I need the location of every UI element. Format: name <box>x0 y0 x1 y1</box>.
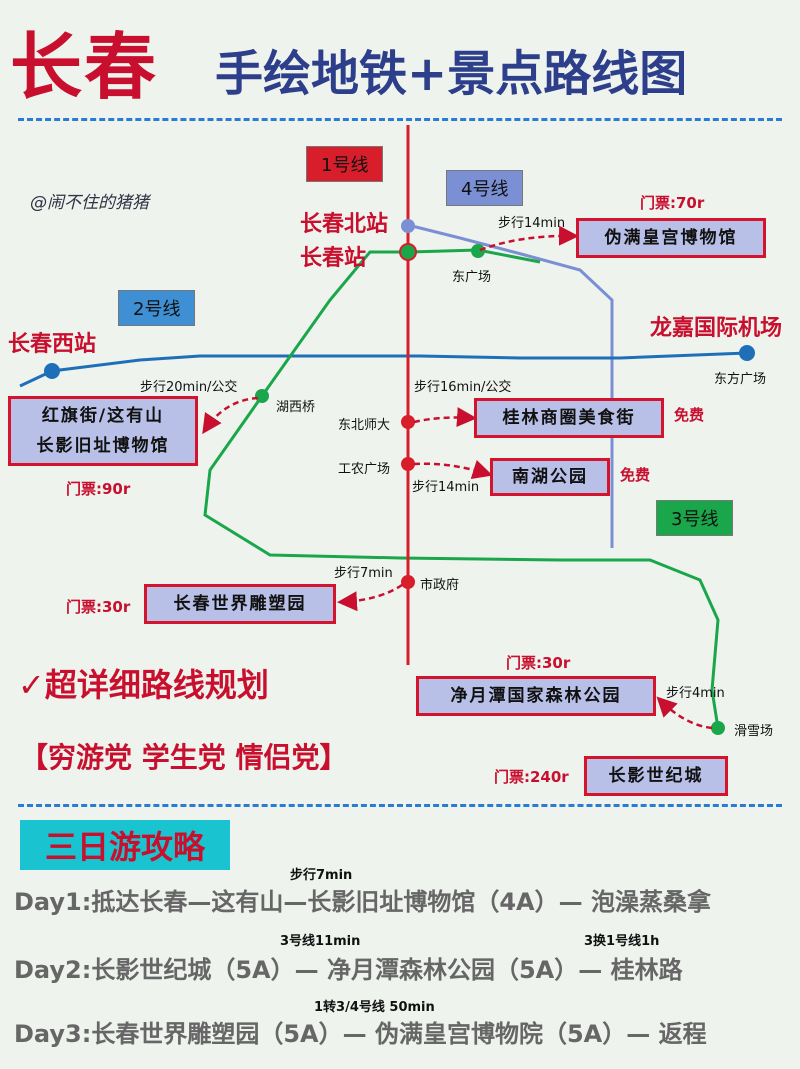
attraction-nanhu-park[interactable]: 南湖公园 <box>490 458 610 496</box>
ticket-2: 门票:90r <box>66 480 131 498</box>
station-huxiqiao: 湖西桥 <box>276 400 316 415</box>
attraction-jingyuetan[interactable]: 净月潭国家森林公园 <box>416 676 656 716</box>
attraction-changying-world[interactable]: 长影世纪城 <box>584 756 728 796</box>
station-huxiqiao-dot <box>255 389 269 403</box>
station-changchun-north-dot <box>401 219 415 233</box>
ticket-6: 门票:30r <box>506 654 571 672</box>
day1-note: 步行7min <box>290 868 353 883</box>
day2-note-1: 3号线11min <box>280 934 361 949</box>
attraction-puppet-palace[interactable]: 伪满皇宫博物馆 <box>576 218 766 258</box>
walk-label-1: 步行14min <box>498 216 566 231</box>
walk-arrow-4 <box>413 459 493 480</box>
audience-tags: 【穷游党 学生党 情侣党】 <box>20 741 348 774</box>
divider-bottom <box>18 804 782 807</box>
station-dongfang-dot <box>739 345 755 361</box>
ticket-1: 门票:70r <box>640 194 705 212</box>
day3-itinerary: Day3:长春世界雕塑园（5A）— 伪满皇宫博物院（5A）— 返程 <box>14 1020 707 1048</box>
station-west-dot <box>44 363 60 379</box>
line4-path <box>407 223 614 548</box>
slogan: ✓超详细路线规划 <box>18 666 269 704</box>
station-gongnong-dot <box>401 457 415 471</box>
title-subtitle: 手绘地铁+景点路线图 <box>215 46 688 102</box>
attraction-guilin-food-street[interactable]: 桂林商圈美食街 <box>474 398 664 438</box>
station-ski-dot <box>711 721 725 735</box>
station-dongbei-normal: 东北师大 <box>338 418 391 433</box>
ticket-4: 免费 <box>620 466 651 484</box>
walk-arrow-5 <box>337 583 403 612</box>
day2-note-2: 3换1号线1h <box>584 934 660 949</box>
station-longjia: 龙嘉国际机场 <box>650 316 783 341</box>
walk-arrow-1 <box>479 225 579 252</box>
station-east-square: 东广场 <box>452 270 492 285</box>
line3-label: 3号线 <box>656 500 734 536</box>
station-city-gov: 市政府 <box>420 578 460 593</box>
station-changchun-north: 长春北站 <box>300 212 389 237</box>
guide-title: 三日游攻略 <box>20 820 230 870</box>
ticket-3: 免费 <box>674 406 705 424</box>
line2-label: 2号线 <box>118 290 196 326</box>
station-dongbei-dot <box>401 415 415 429</box>
walk-label-6: 步行4min <box>666 686 725 701</box>
station-citygov-dot <box>401 575 415 589</box>
attraction-hongqi-changying[interactable]: 红旗街/这有山 长影旧址博物馆 <box>8 396 198 466</box>
station-ski: 滑雪场 <box>734 724 774 739</box>
station-changchun: 长春站 <box>300 246 367 271</box>
attraction-hongqi-line1: 红旗街/这有山 <box>41 406 165 426</box>
station-changchun-west: 长春西站 <box>8 332 97 357</box>
day2-itinerary: Day2:长影世纪城（5A）— 净月潭森林公园（5A）— 桂林路 <box>14 956 683 984</box>
station-dongfang: 东方广场 <box>714 372 767 387</box>
line2-path <box>19 351 748 388</box>
line4-label: 4号线 <box>446 170 524 206</box>
station-gongnong: 工农广场 <box>338 462 391 477</box>
line3-path <box>203 248 720 729</box>
ticket-7: 门票:240r <box>494 768 569 786</box>
attraction-sculpture-park[interactable]: 长春世界雕塑园 <box>144 584 336 624</box>
divider-top <box>18 118 782 121</box>
walk-arrow-3 <box>413 407 477 428</box>
walk-arrow-6 <box>656 696 713 730</box>
watermark: @闹不住的猪猪 <box>30 193 149 213</box>
station-changchun-dot <box>399 243 417 261</box>
day3-note: 1转3/4号线 50min <box>314 1000 435 1015</box>
title-main: 长春 <box>10 24 159 109</box>
ticket-5: 门票:30r <box>66 598 131 616</box>
walk-label-4: 步行14min <box>412 480 480 495</box>
day1-itinerary: Day1:抵达长春—这有山—长影旧址博物馆（4A）— 泡澡蒸桑拿 <box>14 888 711 916</box>
walk-arrow-2 <box>202 396 259 435</box>
station-east-square-dot <box>471 244 485 258</box>
line1-label: 1号线 <box>306 146 384 182</box>
walk-label-5: 步行7min <box>334 566 393 581</box>
attraction-hongqi-line2: 长影旧址博物馆 <box>36 436 170 456</box>
walk-label-3: 步行16min/公交 <box>414 380 512 395</box>
walk-label-2: 步行20min/公交 <box>140 380 238 395</box>
